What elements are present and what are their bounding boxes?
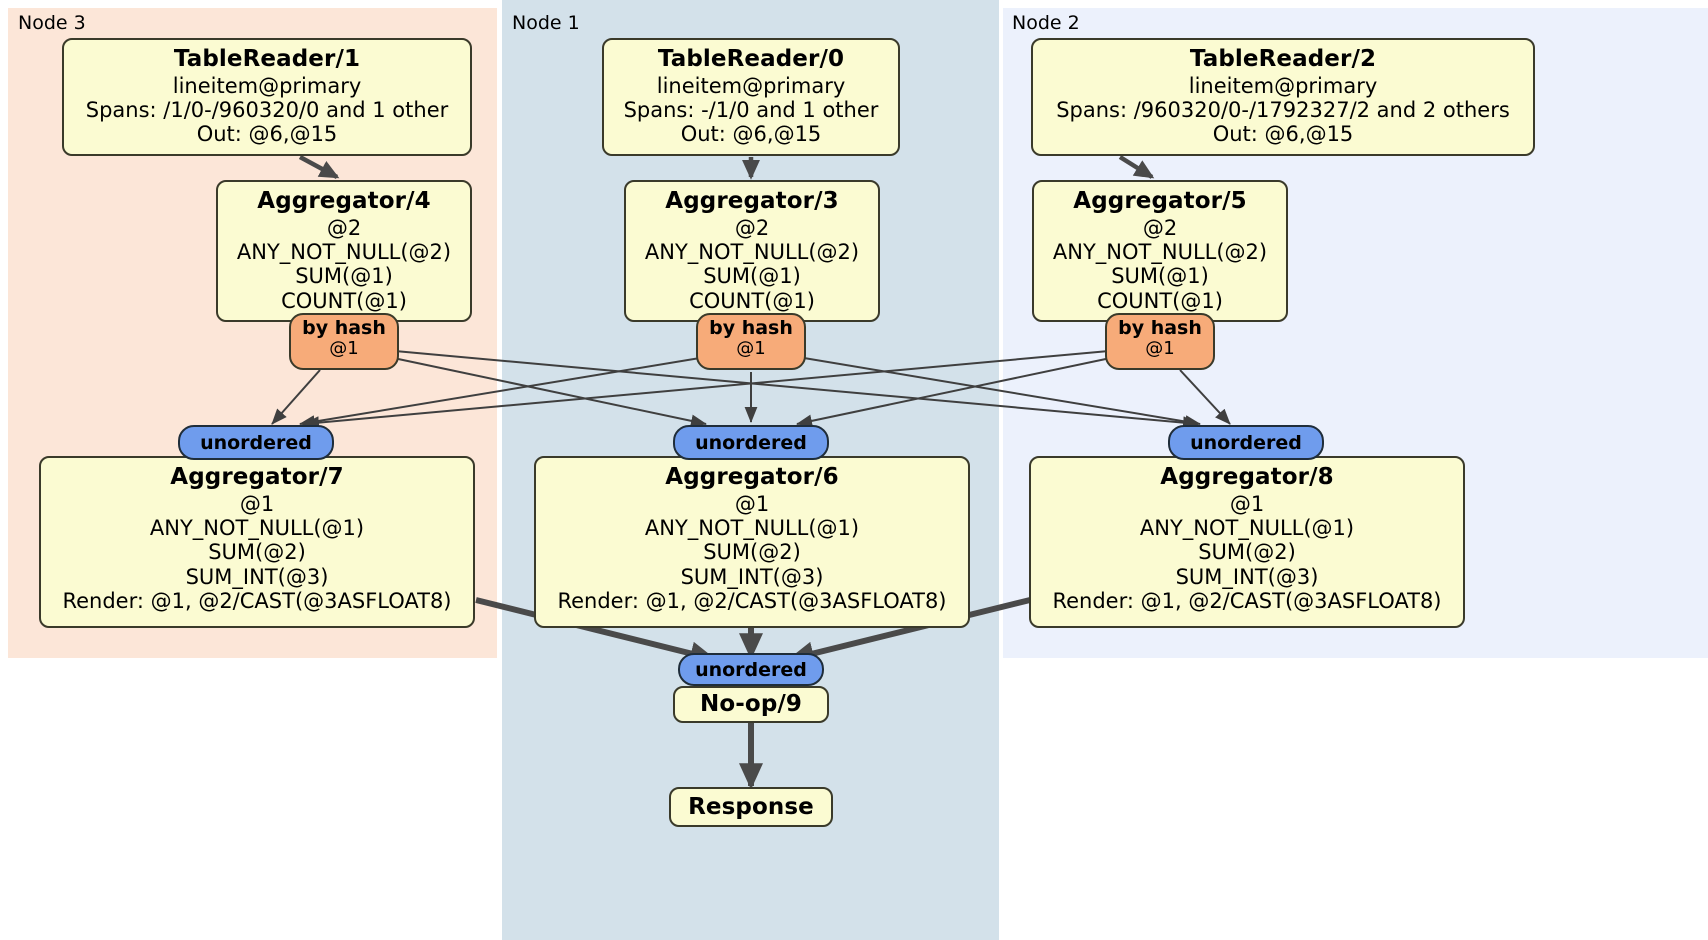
processor-detail-line: Spans: /960320/0-/1792327/2 and 2 others [1056, 98, 1510, 123]
router-by-hash-center[interactable]: by hash @1 [696, 313, 806, 370]
processor-detail-line: COUNT(@1) [281, 288, 407, 313]
processor-detail-line: @2 [326, 215, 362, 240]
router-column-label: @1 [1145, 338, 1175, 360]
processor-detail-line: @1 [239, 491, 275, 516]
processor-aggregator-4[interactable]: Aggregator/4 @2 ANY_NOT_NULL(@2) SUM(@1)… [216, 180, 472, 322]
processor-title: TableReader/0 [657, 46, 845, 72]
processor-detail-line: Render: @1, @2/CAST(@3ASFLOAT8) [62, 589, 452, 614]
router-by-hash-left[interactable]: by hash @1 [289, 313, 399, 370]
synchronizer-unordered-right[interactable]: unordered [1168, 425, 1324, 460]
processor-detail-line: lineitem@primary [1188, 73, 1378, 98]
processor-title: Aggregator/5 [1073, 188, 1247, 214]
synchronizer-unordered-center[interactable]: unordered [673, 425, 829, 460]
processor-detail-line: @1 [1229, 491, 1265, 516]
processor-detail-line: lineitem@primary [172, 73, 362, 98]
processor-detail-line: ANY_NOT_NULL(@2) [644, 240, 860, 265]
processor-title: Aggregator/7 [170, 464, 344, 490]
router-type-label: by hash [709, 317, 793, 339]
region-label-node-1: Node 1 [512, 12, 580, 34]
processor-title: TableReader/2 [1189, 46, 1377, 72]
region-label-node-2: Node 2 [1012, 12, 1080, 34]
router-column-label: @1 [736, 338, 766, 360]
processor-aggregator-6[interactable]: Aggregator/6 @1 ANY_NOT_NULL(@1) SUM(@2)… [534, 456, 970, 628]
processor-title: TableReader/1 [173, 46, 361, 72]
processor-detail-line: SUM(@2) [208, 540, 306, 565]
router-column-label: @1 [329, 338, 359, 360]
processor-aggregator-5[interactable]: Aggregator/5 @2 ANY_NOT_NULL(@2) SUM(@1)… [1032, 180, 1288, 322]
synchronizer-unordered-left[interactable]: unordered [178, 425, 334, 460]
synchronizer-unordered-final[interactable]: unordered [678, 653, 824, 686]
processor-title: Aggregator/8 [1160, 464, 1334, 490]
processor-detail-line: SUM(@1) [703, 264, 801, 289]
processor-aggregator-3[interactable]: Aggregator/3 @2 ANY_NOT_NULL(@2) SUM(@1)… [624, 180, 880, 322]
processor-aggregator-8[interactable]: Aggregator/8 @1 ANY_NOT_NULL(@1) SUM(@2)… [1029, 456, 1465, 628]
processor-aggregator-7[interactable]: Aggregator/7 @1 ANY_NOT_NULL(@1) SUM(@2)… [39, 456, 475, 628]
processor-detail-line: @2 [1142, 215, 1178, 240]
processor-detail-line: SUM(@2) [1198, 540, 1296, 565]
processor-detail-line: ANY_NOT_NULL(@1) [149, 516, 365, 541]
processor-detail-line: ANY_NOT_NULL(@1) [1139, 516, 1355, 541]
processor-detail-line: lineitem@primary [656, 73, 846, 98]
router-type-label: by hash [302, 317, 386, 339]
processor-table-reader-2[interactable]: TableReader/2 lineitem@primary Spans: /9… [1031, 38, 1535, 156]
processor-detail-line: Spans: -/1/0 and 1 other [623, 98, 879, 123]
processor-no-op-9[interactable]: No-op/9 [673, 686, 829, 723]
processor-detail-line: @1 [734, 491, 770, 516]
processor-detail-line: COUNT(@1) [1097, 288, 1223, 313]
processor-detail-line: Render: @1, @2/CAST(@3ASFLOAT8) [557, 589, 947, 614]
processor-detail-line: Out: @6,@15 [680, 122, 822, 147]
processor-detail-line: SUM_INT(@3) [680, 564, 824, 589]
processor-detail-line: SUM(@2) [703, 540, 801, 565]
processor-detail-line: COUNT(@1) [689, 288, 815, 313]
processor-response[interactable]: Response [669, 787, 833, 827]
processor-detail-line: Spans: /1/0-/960320/0 and 1 other [85, 98, 449, 123]
processor-title: Response [688, 793, 814, 820]
region-label-node-3: Node 3 [18, 12, 86, 34]
processor-detail-line: Out: @6,@15 [1212, 122, 1354, 147]
processor-title: Aggregator/4 [257, 188, 431, 214]
router-type-label: by hash [1118, 317, 1202, 339]
processor-title: No-op/9 [700, 691, 802, 718]
processor-detail-line: SUM(@1) [1111, 264, 1209, 289]
processor-detail-line: SUM_INT(@3) [185, 564, 329, 589]
processor-table-reader-1[interactable]: TableReader/1 lineitem@primary Spans: /1… [62, 38, 472, 156]
processor-detail-line: ANY_NOT_NULL(@1) [644, 516, 860, 541]
processor-detail-line: ANY_NOT_NULL(@2) [1052, 240, 1268, 265]
processor-detail-line: SUM(@1) [295, 264, 393, 289]
processor-title: Aggregator/3 [665, 188, 839, 214]
processor-table-reader-0[interactable]: TableReader/0 lineitem@primary Spans: -/… [602, 38, 900, 156]
router-by-hash-right[interactable]: by hash @1 [1105, 313, 1215, 370]
processor-detail-line: Render: @1, @2/CAST(@3ASFLOAT8) [1052, 589, 1442, 614]
processor-detail-line: Out: @6,@15 [196, 122, 338, 147]
processor-detail-line: @2 [734, 215, 770, 240]
processor-title: Aggregator/6 [665, 464, 839, 490]
processor-detail-line: SUM_INT(@3) [1175, 564, 1319, 589]
processor-detail-line: ANY_NOT_NULL(@2) [236, 240, 452, 265]
